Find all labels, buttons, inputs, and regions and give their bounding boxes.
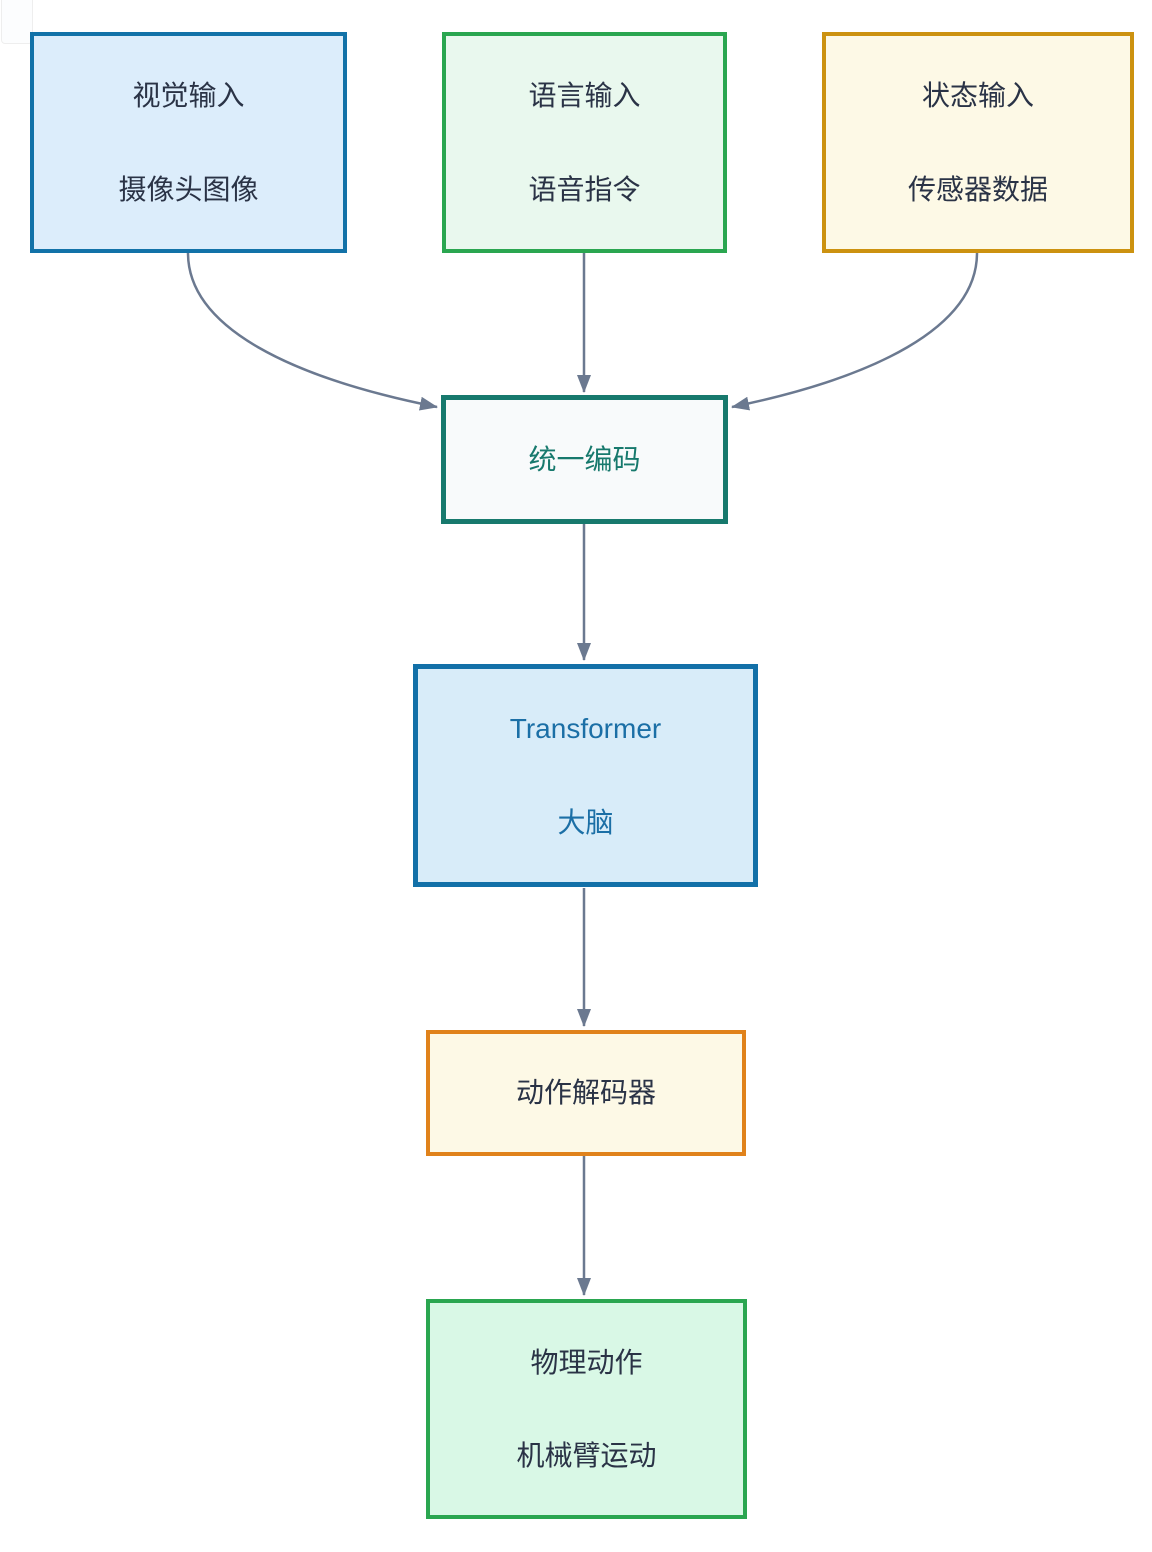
node-label-line1: 动作解码器 <box>515 1077 656 1109</box>
node-transformer-brain: Transformer 大脑 <box>413 664 758 887</box>
node-state-input: 状态输入 传感器数据 <box>822 32 1134 253</box>
node-label-line1: 语言输入 <box>528 80 641 112</box>
node-label-line2: 机械臂运动 <box>516 1440 657 1471</box>
node-label-line1: 状态输入 <box>921 80 1034 112</box>
node-label-line1: 统一编码 <box>528 443 641 475</box>
node-action-decoder: 动作解码器 <box>426 1030 746 1156</box>
node-label-line2: 摄像头图像 <box>118 173 259 205</box>
edge-state-to-encoder <box>731 252 979 411</box>
edge-vision-to-encoder <box>186 252 438 411</box>
node-vision-input: 视觉输入 摄像头图像 <box>30 32 347 253</box>
node-label-line1: 视觉输入 <box>132 80 245 112</box>
node-label-line2: 大脑 <box>557 806 614 838</box>
node-physical-action: 物理动作 机械臂运动 <box>426 1299 747 1519</box>
node-language-input: 语言输入 语音指令 <box>442 32 727 253</box>
node-unified-encoding: 统一编码 <box>441 395 728 524</box>
node-label-line1: 物理动作 <box>530 1346 643 1378</box>
node-label-line2: 语音指令 <box>528 173 641 205</box>
node-label-line2: 传感器数据 <box>907 173 1048 205</box>
node-label-line1: Transformer <box>509 713 662 745</box>
corner-ui-artifact <box>1 0 33 44</box>
